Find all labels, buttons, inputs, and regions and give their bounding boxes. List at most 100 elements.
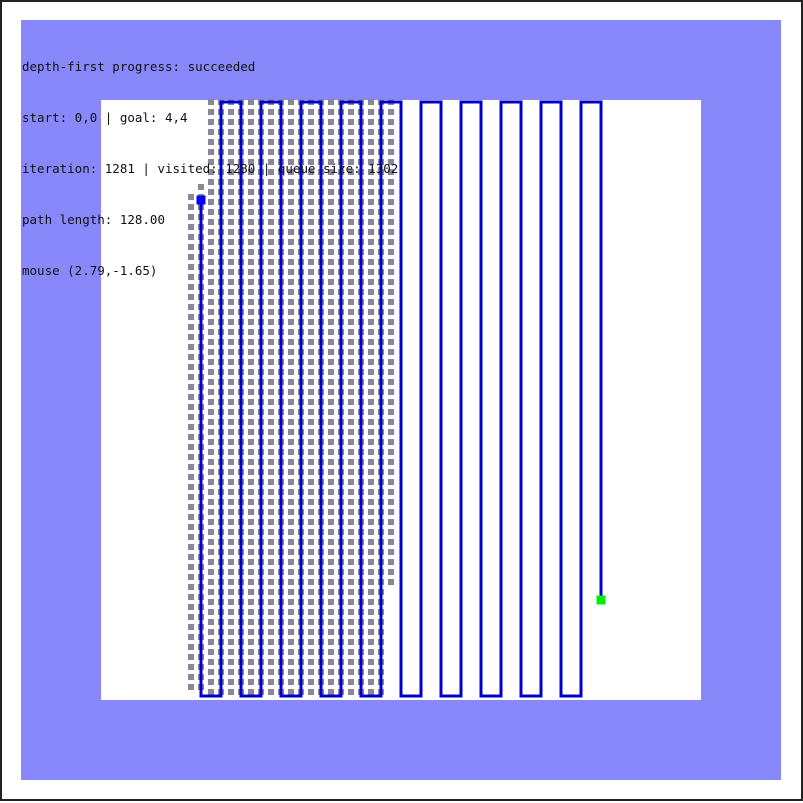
- visited-cell: [388, 549, 394, 555]
- visited-cell: [388, 479, 394, 485]
- visited-cell: [328, 329, 334, 335]
- visited-cell: [348, 189, 354, 195]
- visited-cell: [328, 639, 334, 645]
- visited-cell: [188, 584, 194, 590]
- search-visualization: [21, 20, 781, 780]
- visited-cell: [208, 379, 214, 385]
- visited-cell: [268, 579, 274, 585]
- visited-cell: [268, 449, 274, 455]
- visited-cell: [368, 589, 374, 595]
- visited-cell: [308, 409, 314, 415]
- visited-cell: [268, 539, 274, 545]
- visited-cell: [328, 179, 334, 185]
- visited-cell: [368, 409, 374, 415]
- visited-cell: [348, 649, 354, 655]
- visited-cell: [288, 309, 294, 315]
- visited-cell: [348, 559, 354, 565]
- visited-cell: [288, 289, 294, 295]
- visited-cell: [208, 549, 214, 555]
- visited-cell: [208, 399, 214, 405]
- visited-cell: [388, 339, 394, 345]
- visited-cell: [208, 229, 214, 235]
- visited-cell: [208, 319, 214, 325]
- visited-cell: [388, 149, 394, 155]
- visited-cell: [208, 259, 214, 265]
- visited-cell: [368, 599, 374, 605]
- visited-cell: [188, 544, 194, 550]
- visited-cell: [188, 654, 194, 660]
- visited-cell: [388, 129, 394, 135]
- visited-cell: [368, 679, 374, 685]
- visited-cell: [188, 664, 194, 670]
- visited-cell: [228, 229, 234, 235]
- visited-cell: [268, 289, 274, 295]
- visited-cell: [348, 459, 354, 465]
- visited-cell: [268, 399, 274, 405]
- visited-cell: [248, 329, 254, 335]
- visited-cell: [268, 549, 274, 555]
- visited-cell: [228, 439, 234, 445]
- visited-cell: [228, 499, 234, 505]
- visited-cell: [328, 219, 334, 225]
- visited-cell: [388, 189, 394, 195]
- visited-cell: [228, 359, 234, 365]
- visited-cell: [288, 579, 294, 585]
- visited-cell: [308, 439, 314, 445]
- visited-cell: [308, 189, 314, 195]
- visited-cell: [328, 199, 334, 205]
- start-marker: [196, 195, 206, 205]
- visited-cell: [288, 689, 294, 695]
- visited-cell: [188, 464, 194, 470]
- visited-cell: [368, 689, 374, 695]
- visited-cell: [388, 299, 394, 305]
- visited-cell: [388, 579, 394, 585]
- visited-cell: [268, 469, 274, 475]
- visited-cell: [388, 119, 394, 125]
- visited-cell: [208, 439, 214, 445]
- visited-cell: [248, 159, 254, 165]
- visited-cell: [368, 489, 374, 495]
- visited-cell: [228, 179, 234, 185]
- visited-cell: [208, 589, 214, 595]
- visited-cell: [348, 569, 354, 575]
- visited-cell: [368, 229, 374, 235]
- visited-cell: [288, 679, 294, 685]
- visited-cell: [268, 299, 274, 305]
- visited-cell: [268, 599, 274, 605]
- visited-cell: [368, 99, 374, 105]
- visited-cell: [228, 189, 234, 195]
- visited-cell: [288, 119, 294, 125]
- visited-cell: [388, 369, 394, 375]
- visited-cell: [368, 509, 374, 515]
- visited-cell: [288, 359, 294, 365]
- visited-cell: [208, 479, 214, 485]
- visited-cell: [348, 239, 354, 245]
- visited-cell: [208, 219, 214, 225]
- visited-cell: [308, 119, 314, 125]
- visited-cell: [348, 589, 354, 595]
- visited-cell: [208, 309, 214, 315]
- visited-cell: [328, 399, 334, 405]
- visited-cell: [328, 289, 334, 295]
- visited-cell: [268, 589, 274, 595]
- visited-cell: [308, 659, 314, 665]
- visited-cell: [328, 659, 334, 665]
- visited-cell: [268, 139, 274, 145]
- visited-cell: [288, 399, 294, 405]
- visited-cell: [268, 489, 274, 495]
- visited-cell: [228, 509, 234, 515]
- visited-cell: [248, 109, 254, 115]
- visited-cell: [248, 569, 254, 575]
- visited-cell: [348, 229, 354, 235]
- visited-cell: [268, 669, 274, 675]
- visited-cell: [188, 234, 194, 240]
- visited-cell: [308, 459, 314, 465]
- visited-cell: [248, 309, 254, 315]
- visited-cell: [208, 149, 214, 155]
- visited-cell: [208, 639, 214, 645]
- search-canvas[interactable]: [21, 20, 781, 780]
- visited-cell: [248, 489, 254, 495]
- visited-cell: [228, 399, 234, 405]
- visited-cell: [288, 249, 294, 255]
- visited-cell: [288, 499, 294, 505]
